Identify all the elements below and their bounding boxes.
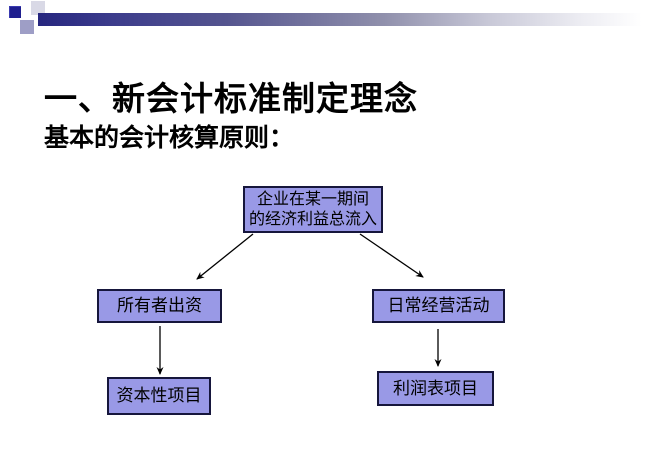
slide-title: 一、新会计标准制定理念 <box>44 82 418 118</box>
node-capital-items: 资本性项目 <box>107 377 211 415</box>
node-income-statement-items: 利润表项目 <box>377 371 494 406</box>
node-source-of-economic-inflow: 企业在某一期间 的经济利益总流入 <box>243 186 383 233</box>
arrow-source-to-daily <box>359 233 424 278</box>
arrow-source-to-owner <box>196 233 254 280</box>
decor-square-light <box>31 1 45 15</box>
node-owner-contribution: 所有者出资 <box>97 289 222 323</box>
node-daily-operations: 日常经营活动 <box>372 289 505 323</box>
decor-gradient-bar <box>38 13 667 26</box>
decor-square-medium <box>20 20 34 34</box>
slide-subtitle: 基本的会计核算原则： <box>44 125 295 152</box>
decor-square-dark <box>9 6 21 18</box>
